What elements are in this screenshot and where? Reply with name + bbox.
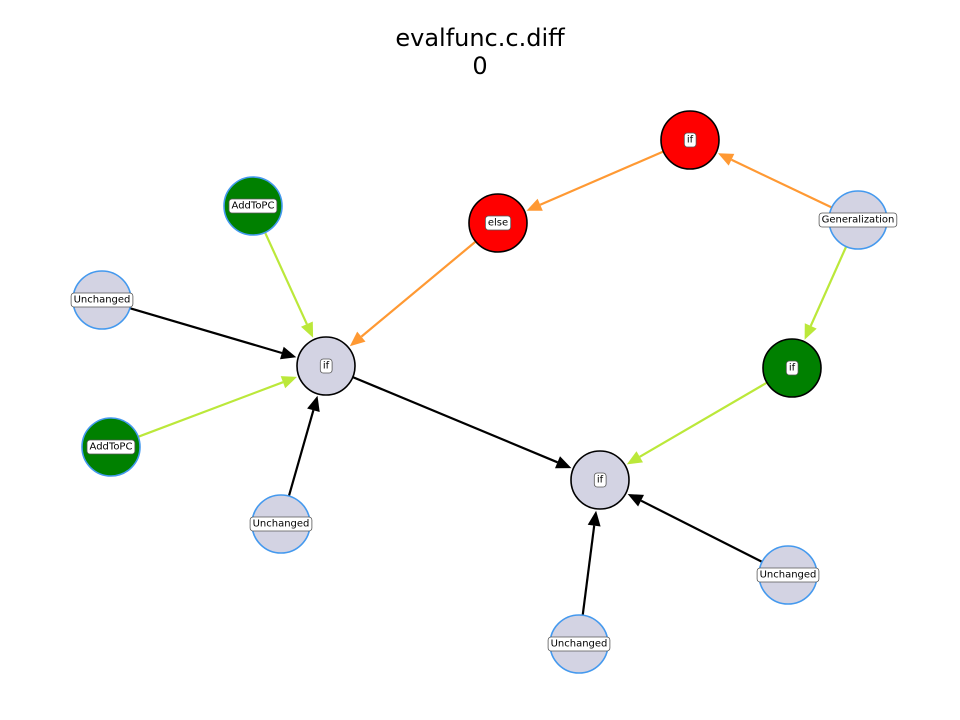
node-if_right: if: [570, 450, 630, 510]
edge-unchanged_bottom_left-to-if_center: [287, 395, 320, 497]
node-else_red: else: [468, 193, 528, 253]
edge-arrowhead: [555, 456, 572, 469]
edge-generalization-to-if_green: [804, 246, 848, 340]
edge-line: [129, 307, 283, 355]
edge-line: [640, 499, 763, 563]
edge-arrowhead: [718, 153, 735, 166]
diagram-subtitle: 0: [472, 52, 488, 80]
node-unchanged_bottom_left: Unchanged: [249, 494, 313, 554]
edge-arrowhead: [626, 451, 643, 465]
node-generalization: Generalization: [818, 190, 898, 250]
edge-addtopc_left-to-if_center: [137, 376, 297, 438]
node-label-box: [319, 358, 333, 374]
node-label-box: [756, 567, 820, 583]
node-addtopc_top: AddToPC: [223, 176, 283, 236]
node-label: if: [789, 363, 796, 374]
node-label: AddToPC: [90, 442, 133, 453]
diagram-title-block: evalfunc.c.diff 0: [0, 24, 960, 80]
node-label-box: [547, 636, 611, 652]
edge-else_red-to-if_center: [349, 240, 477, 347]
edge-line: [352, 376, 558, 464]
node-unchanged_bottom: Unchanged: [547, 614, 611, 674]
edge-arrowhead: [627, 494, 644, 507]
edge-generalization-to-if_red: [718, 153, 833, 209]
edge-arrowhead: [526, 198, 543, 211]
node-if_green: if: [762, 338, 822, 398]
edge-arrowhead: [301, 321, 314, 338]
node-label: Generalization: [822, 215, 895, 226]
node-label: if: [323, 361, 330, 372]
node-label-box: [86, 439, 136, 455]
node-unchanged_left: Unchanged: [70, 270, 134, 330]
edge-unchanged_right-to-if_right: [627, 494, 763, 563]
edge-line: [360, 240, 477, 338]
node-label: Unchanged: [253, 519, 310, 530]
node-label: if: [687, 135, 694, 146]
edge-arrowhead: [307, 395, 320, 412]
edge-arrowhead: [280, 346, 297, 360]
node-label-box: [484, 215, 512, 231]
edge-unchanged_bottom-to-if_right: [581, 510, 601, 616]
edge-line: [137, 381, 284, 438]
edge-line: [639, 381, 768, 458]
edge-if_green-to-if_right: [626, 381, 768, 465]
edge-unchanged_left-to-if_center: [129, 307, 297, 360]
node-label-box: [249, 516, 313, 532]
edge-if_center-to-if_right: [352, 376, 572, 469]
edge-if_red-to-else_red: [526, 150, 664, 211]
node-label: AddToPC: [232, 201, 275, 212]
diagram-title: evalfunc.c.diff: [395, 24, 565, 52]
edge-arrowhead: [349, 331, 366, 347]
node-if_red: if: [660, 110, 720, 170]
node-label-box: [228, 198, 278, 214]
edge-line: [581, 525, 596, 616]
node-if_center: if: [296, 336, 356, 396]
edge-line: [731, 158, 833, 209]
node-addtopc_left: AddToPC: [81, 417, 141, 477]
node-label-box: [683, 132, 697, 148]
edge-line: [263, 231, 308, 325]
edge-line: [539, 150, 664, 206]
edge-line: [809, 246, 848, 327]
edge-arrowhead: [280, 376, 297, 389]
edge-line: [287, 409, 315, 497]
edge-arrowhead: [587, 510, 601, 527]
node-label: Unchanged: [760, 570, 817, 581]
node-label: Unchanged: [551, 639, 608, 650]
node-label: Unchanged: [74, 295, 131, 306]
node-label: if: [597, 475, 604, 486]
node-label-box: [70, 292, 134, 308]
node-unchanged_right: Unchanged: [756, 545, 820, 605]
node-label: else: [488, 218, 508, 229]
edges-layer: [129, 150, 848, 616]
node-label-box: [818, 212, 898, 228]
nodes-layer: ifififelseifGeneralizationAddToPCAddToPC…: [70, 110, 898, 674]
edge-addtopc_top-to-if_center: [263, 231, 314, 338]
node-label-box: [593, 472, 607, 488]
edge-arrowhead: [804, 323, 817, 340]
node-label-box: [785, 360, 799, 376]
